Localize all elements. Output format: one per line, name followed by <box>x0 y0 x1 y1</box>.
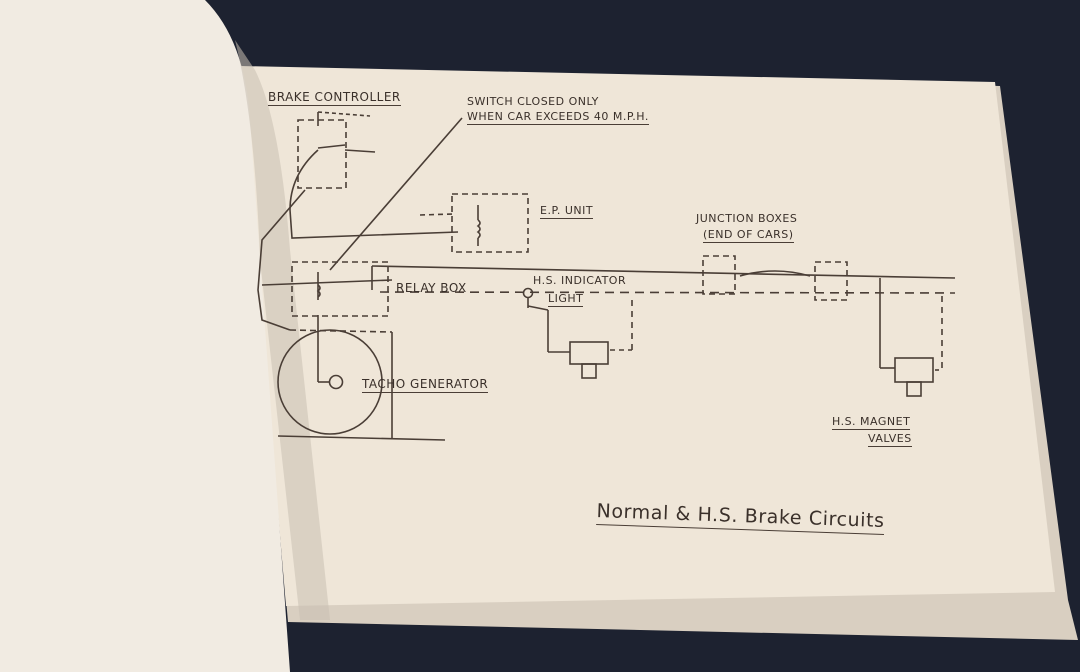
junction-box-2 <box>814 261 848 301</box>
junction-box-1 <box>702 255 736 295</box>
right-page <box>240 66 1055 606</box>
relay-box <box>291 261 389 317</box>
left-page-shadow <box>235 40 330 620</box>
brake-controller-box <box>297 119 347 189</box>
tacho-generator-circle <box>277 329 383 435</box>
circuit-lines <box>257 111 956 441</box>
left-page <box>0 0 290 672</box>
ep-unit-box <box>451 193 529 253</box>
